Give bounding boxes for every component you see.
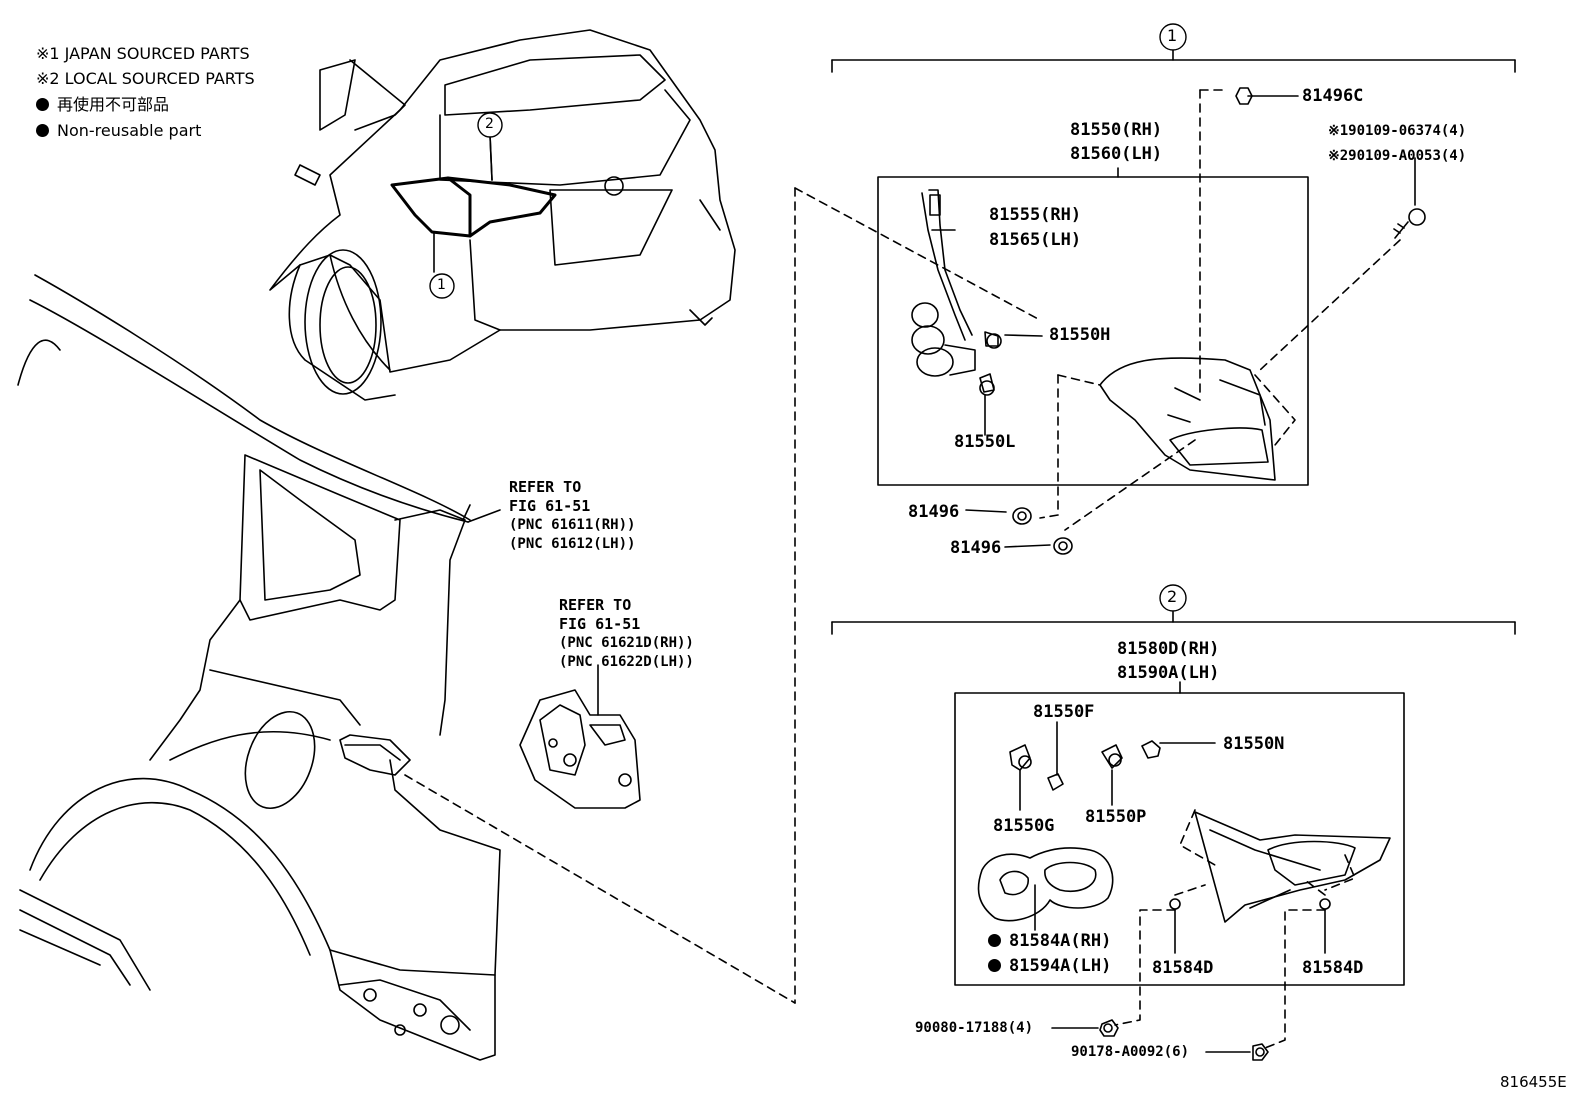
part-81550f: 81550F <box>1033 702 1095 722</box>
part-81590a-lh: 81590A(LH) <box>1117 663 1220 683</box>
part-bolt-90080: 90080-17188(4) <box>915 1020 1034 1036</box>
callout-1-label: 1 <box>1167 26 1178 45</box>
part-81584a-rh-text: 81584A(RH) <box>1009 931 1112 951</box>
callout-circle-1-top <box>1159 23 1187 51</box>
part-81560-lh: 81560(LH) <box>1070 144 1163 164</box>
part-81555-rh: 81555(RH) <box>989 205 1082 225</box>
part-81594a-lh: 81594A(LH) <box>988 958 1111 975</box>
quarter-panel-drawing <box>17 274 501 1061</box>
bullet-icon <box>988 934 1001 947</box>
part-81584a-rh: 81584A(RH) <box>988 933 1111 950</box>
bullet-icon <box>988 959 1001 972</box>
part-81550p: 81550P <box>1085 807 1147 827</box>
part-81565-lh: 81565(LH) <box>989 230 1082 250</box>
part-81580d-rh: 81580D(RH) <box>1117 639 1220 659</box>
callout-2-car-label: 2 <box>485 116 494 132</box>
part-bolt-90178: 90178-A0092(6) <box>1071 1044 1190 1060</box>
refer2-line4: (PNC 61622D(LH)) <box>559 654 694 670</box>
note-non-reusable-en: Non-reusable part <box>36 123 201 139</box>
part-81594a-lh-text: 81594A(LH) <box>1009 956 1112 976</box>
part-screw-japan: ※190109-06374(4) <box>1328 123 1467 139</box>
part-81550g: 81550G <box>993 816 1055 836</box>
part-81550n: 81550N <box>1223 734 1285 754</box>
refer2-line1: REFER TO <box>559 596 632 614</box>
callout-2-label: 2 <box>1167 587 1178 606</box>
bracket-part-drawing <box>519 664 641 809</box>
callout-1-car-label: 1 <box>437 277 446 293</box>
refer1-line2: FIG 61-51 <box>509 497 591 515</box>
group1-parts <box>911 87 1426 555</box>
refer2-line3: (PNC 61621D(RH)) <box>559 635 694 651</box>
note-non-reusable-jp: 再使用不可部品 <box>36 97 169 113</box>
callout-circle-1-car <box>429 273 455 299</box>
part-81496-b: 81496 <box>950 538 1002 558</box>
note-local-sourced: ※2 LOCAL SOURCED PARTS <box>36 69 255 88</box>
part-81584d-1: 81584D <box>1152 958 1214 978</box>
group2-parts <box>977 740 1391 1061</box>
part-81550l: 81550L <box>954 432 1016 452</box>
note-japan-sourced: ※1 JAPAN SOURCED PARTS <box>36 44 250 63</box>
part-81550h: 81550H <box>1049 325 1111 345</box>
part-81496-a: 81496 <box>908 502 960 522</box>
refer2-line2: FIG 61-51 <box>559 615 641 633</box>
leader-lines <box>404 49 1516 1053</box>
part-81496c: 81496C <box>1302 86 1364 106</box>
refer1-line4: (PNC 61612(LH)) <box>509 536 636 552</box>
note-non-reusable-en-text: Non-reusable part <box>57 121 202 140</box>
callout-circle-2-top <box>1159 584 1187 612</box>
note-non-reusable-jp-text: 再使用不可部品 <box>57 95 170 114</box>
callout-circle-2-car <box>477 112 503 138</box>
part-screw-local: ※290109-A0053(4) <box>1328 148 1467 164</box>
refer1-line1: REFER TO <box>509 478 582 496</box>
bullet-icon <box>36 98 49 111</box>
part-81584d-2: 81584D <box>1302 958 1364 978</box>
figure-id: 816455E <box>1500 1073 1567 1091</box>
refer1-line3: (PNC 61611(RH)) <box>509 517 636 533</box>
bullet-icon <box>36 124 49 137</box>
part-81550-rh: 81550(RH) <box>1070 120 1163 140</box>
vehicle-rear-view <box>269 29 736 401</box>
